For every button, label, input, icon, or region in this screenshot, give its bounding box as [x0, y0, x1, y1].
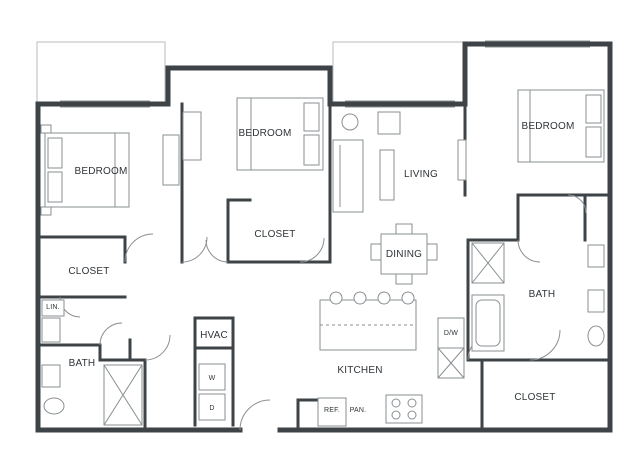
- kitchen-counters: [317, 317, 465, 427]
- label-refrigerator: REF.: [324, 407, 340, 414]
- label-bath-right: BATH: [529, 289, 556, 300]
- label-hvac: HVAC: [200, 330, 228, 341]
- dining-table: [370, 223, 438, 285]
- interior-walls: [36, 102, 612, 432]
- label-closet-center: CLOSET: [254, 229, 295, 240]
- label-closet-right: CLOSET: [514, 392, 555, 403]
- laundry: [198, 363, 226, 421]
- bed-right: [457, 89, 605, 181]
- room-labels: BEDROOM BEDROOM BEDROOM CLOSET CLOSET CL…: [46, 121, 574, 414]
- bath-left-fixtures: [41, 299, 143, 426]
- bed-center: [182, 97, 324, 171]
- label-living: LIVING: [404, 169, 438, 180]
- label-dryer: D: [209, 405, 214, 412]
- living-furniture: [332, 111, 401, 213]
- exterior-walls: [35, 41, 613, 433]
- label-kitchen: KITCHEN: [337, 365, 382, 376]
- label-dining: DINING: [386, 249, 422, 260]
- patios: [36, 41, 466, 105]
- label-closet-left: CLOSET: [68, 266, 109, 277]
- bed-left: [40, 124, 180, 216]
- label-washer: W: [209, 375, 216, 382]
- bath-right-fixtures: [471, 242, 605, 352]
- label-bath-left: BATH: [69, 358, 96, 369]
- label-bedroom-center: BEDROOM: [238, 128, 291, 139]
- label-bedroom-left: BEDROOM: [74, 166, 127, 177]
- kitchen-island: [319, 291, 417, 351]
- label-pantry: PAN.: [350, 407, 367, 414]
- windows: [60, 40, 590, 108]
- label-bedroom-right: BEDROOM: [521, 121, 574, 132]
- label-linen: LIN.: [46, 304, 60, 311]
- label-dishwasher: D/W: [444, 330, 458, 337]
